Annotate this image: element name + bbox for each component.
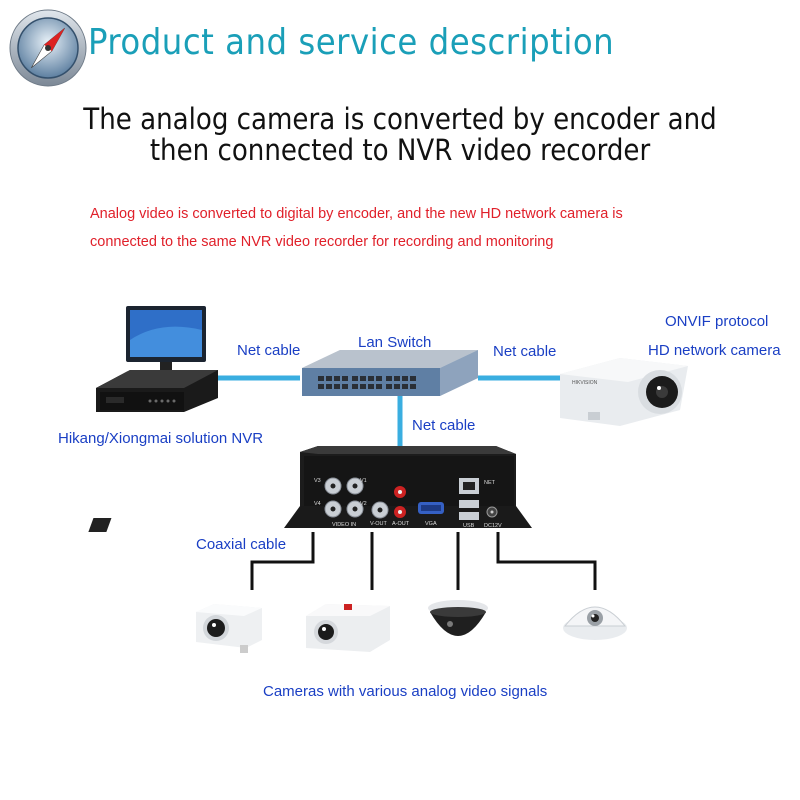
note-line-1: Analog video is converted to digital by … <box>90 206 623 222</box>
camera-brand-text: HIKVISION <box>572 380 598 386</box>
headline: The analog camera is converted by encode… <box>0 104 800 166</box>
description-note: Analog video is converted to digital by … <box>90 200 623 256</box>
net-cable-label-left: Net cable <box>237 342 301 359</box>
port-label-usb: USB <box>463 523 475 529</box>
coax-cable-4 <box>496 532 597 590</box>
headline-line-2: then connected to NVR video recorder <box>149 133 651 167</box>
headline-line-1: The analog camera is converted by encode… <box>83 102 717 136</box>
analog-ceiling-dome-camera-icon <box>563 606 627 640</box>
port-label-vga: VGA <box>425 521 437 527</box>
port-label-video-in: VIDEO IN <box>332 522 356 528</box>
coaxial-cable-label: Coaxial cable <box>196 536 287 553</box>
hd-camera-label: HD network camera <box>648 342 781 359</box>
hd-network-camera-icon <box>560 358 688 426</box>
lan-switch-label: Lan Switch <box>358 334 432 351</box>
encoder-device-icon <box>88 446 532 532</box>
lan-switch-icon <box>302 350 478 396</box>
port-label-v1: V1 <box>360 478 367 484</box>
net-cable-label-down: Net cable <box>412 417 476 434</box>
port-label-v2: V2 <box>360 501 367 507</box>
analog-bullet-camera-icon <box>196 604 262 653</box>
nvr-label: Hikang/Xiongmai solution NVR <box>58 430 264 447</box>
port-label-v-out: V-OUT <box>370 521 387 527</box>
monitor-icon <box>126 306 206 375</box>
page-title: Product and service description <box>88 22 615 63</box>
port-label-dc12v: DC12V <box>484 523 502 529</box>
analog-dome-camera-icon <box>428 600 488 636</box>
note-line-2: connected to the same NVR video recorder… <box>90 234 554 250</box>
port-label-a-out: A-OUT <box>392 521 410 527</box>
analog-box-camera-icon <box>306 604 390 652</box>
port-label-v4: V4 <box>314 501 321 507</box>
onvif-protocol-label: ONVIF protocol <box>665 313 769 330</box>
port-label-net: NET <box>484 480 496 486</box>
net-cables <box>215 375 570 452</box>
coax-cable-1 <box>250 532 315 590</box>
net-cable-label-right: Net cable <box>493 343 557 360</box>
nvr-device-icon <box>96 370 218 412</box>
coaxial-cables <box>250 532 597 590</box>
cameras-caption: Cameras with various analog video signal… <box>263 683 548 700</box>
port-label-v3: V3 <box>314 478 321 484</box>
